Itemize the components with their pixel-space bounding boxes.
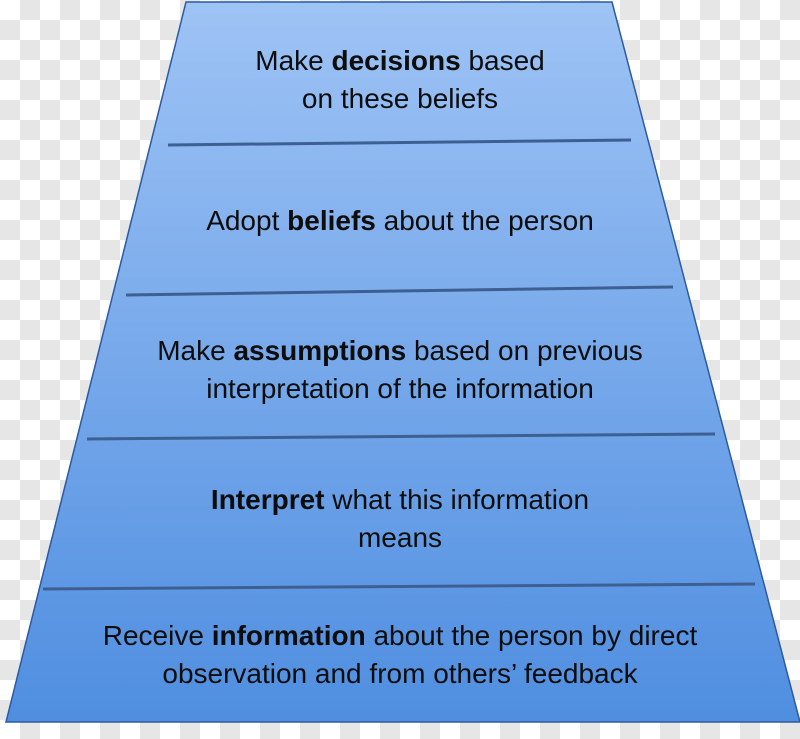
- level-2-line-1: Interpret what this information: [210, 484, 590, 515]
- level-1-keyword: information: [211, 620, 366, 651]
- level-5-keyword: decisions: [331, 45, 461, 76]
- pyramid-shape: [5, 1, 800, 723]
- level-3-line-2: interpretation of the information: [206, 373, 594, 404]
- level-2-label: Interpret what this information means: [0, 481, 800, 557]
- level-1-line-1: Receive information about the person by …: [102, 620, 698, 651]
- level-4-line-1: Adopt beliefs about the person: [206, 205, 594, 236]
- level-divider: [42, 582, 756, 591]
- level-3-label: Make assumptions based on previous inter…: [0, 332, 800, 408]
- level-1-line-2: observation and from others’ feedback: [162, 658, 638, 689]
- level-3-line-1: Make assumptions based on previous: [157, 335, 643, 366]
- level-4-label: Adopt beliefs about the person: [0, 202, 800, 240]
- level-1-label: Receive information about the person by …: [0, 617, 800, 693]
- level-5-line-1: Make decisions based: [255, 45, 545, 76]
- level-divider: [125, 285, 674, 297]
- level-4-keyword: beliefs: [287, 205, 376, 236]
- level-3-keyword: assumptions: [233, 335, 407, 366]
- level-5-label: Make decisions based on these beliefs: [0, 42, 800, 118]
- level-divider: [167, 138, 632, 147]
- level-divider: [86, 432, 716, 441]
- level-2-keyword: Interpret: [210, 484, 325, 515]
- level-2-line-2: means: [357, 522, 443, 553]
- level-5-line-2: on these beliefs: [301, 83, 499, 114]
